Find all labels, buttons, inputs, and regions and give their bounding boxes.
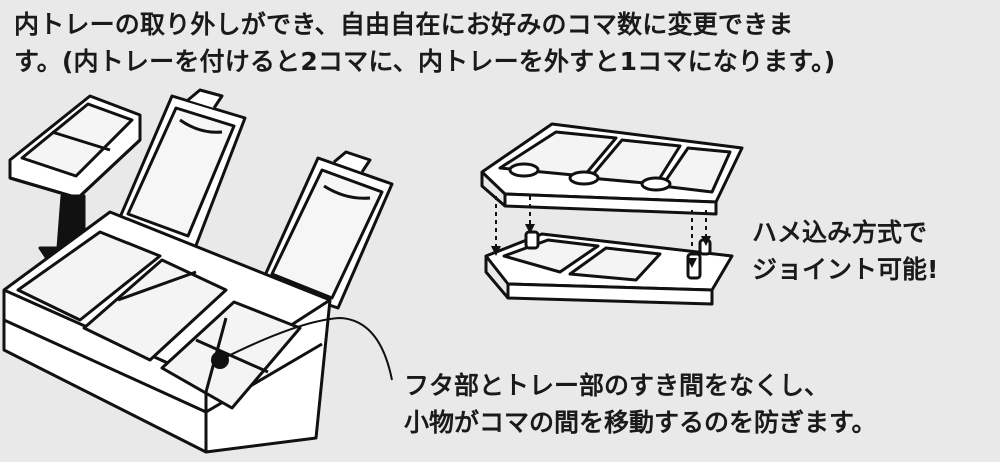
joint-note-line-1: ハメ込み方式で xyxy=(752,218,928,247)
header-line-2: す。(内トレーを付けると2コマに、内トレーを外すと1コマになります。) xyxy=(14,47,836,76)
gap-note: フタ部とトレー部のすき間をなくし、 小物がコマの間を移動するのを防ぎます。 xyxy=(404,367,877,441)
gap-note-line-2: 小物がコマの間を移動するのを防ぎます。 xyxy=(404,408,877,437)
alignment-arrows xyxy=(495,196,707,262)
case-lid-left xyxy=(116,88,247,250)
header-line-1: 内トレーの取り外しができ、自由自在にお好みのコマ数に変更できま xyxy=(14,10,794,39)
pointer-line xyxy=(219,317,393,381)
joint-note: ハメ込み方式で ジョイント可能! xyxy=(752,214,938,288)
joint-note-line-2: ジョイント可能! xyxy=(752,255,939,284)
gap-note-line-1: フタ部とトレー部のすき間をなくし、 xyxy=(404,371,830,400)
header-text: 内トレーの取り外しができ、自由自在にお好みのコマ数に変更できま す。(内トレーを… xyxy=(14,6,994,80)
joint-upper-case xyxy=(480,122,744,216)
removable-inner-tray xyxy=(8,94,142,200)
joint-lower-case xyxy=(484,230,734,306)
